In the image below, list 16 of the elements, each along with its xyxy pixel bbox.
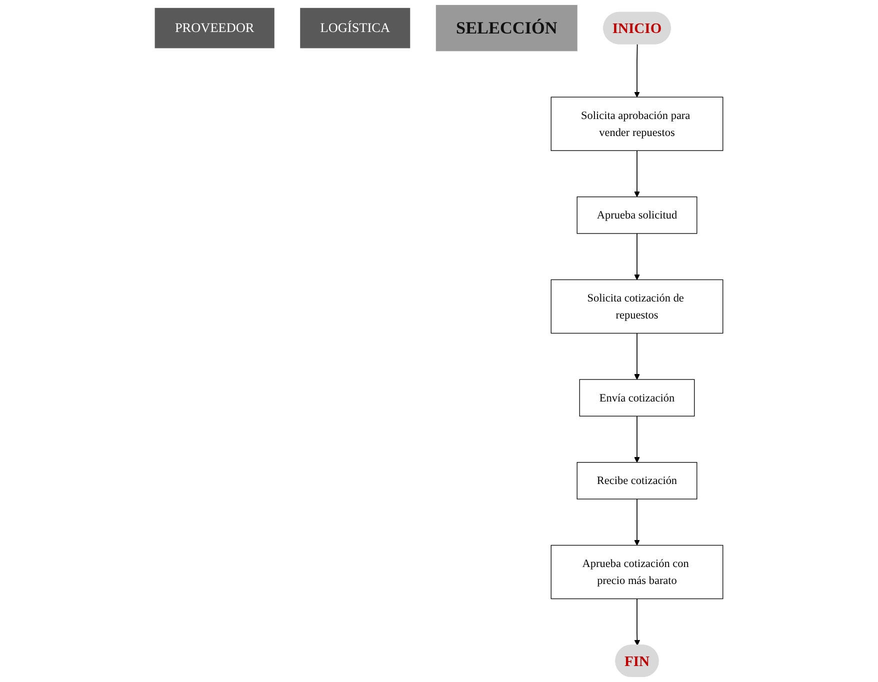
arrow	[634, 416, 640, 463]
node-box: Envía cotización	[579, 379, 695, 416]
arrow	[634, 498, 640, 546]
node-box: PROVEEDOR	[154, 8, 274, 48]
node-box: Aprueba solicitud	[576, 196, 698, 234]
node-box: Solicita aprobación para vender repuestos	[550, 96, 724, 151]
arrow	[634, 150, 640, 198]
arrow	[634, 233, 640, 280]
arrow	[634, 598, 640, 646]
node-box: SELECCIÓN	[436, 4, 578, 52]
arrow	[634, 44, 640, 98]
node-box: Aprueba cotización con precio más barato	[550, 544, 724, 600]
node-box: Solicita cotización de repuestos	[550, 279, 724, 334]
arrow	[634, 332, 640, 380]
node-box: LOGÍSTICA	[300, 8, 410, 48]
node-box: Recibe cotización	[576, 462, 698, 500]
